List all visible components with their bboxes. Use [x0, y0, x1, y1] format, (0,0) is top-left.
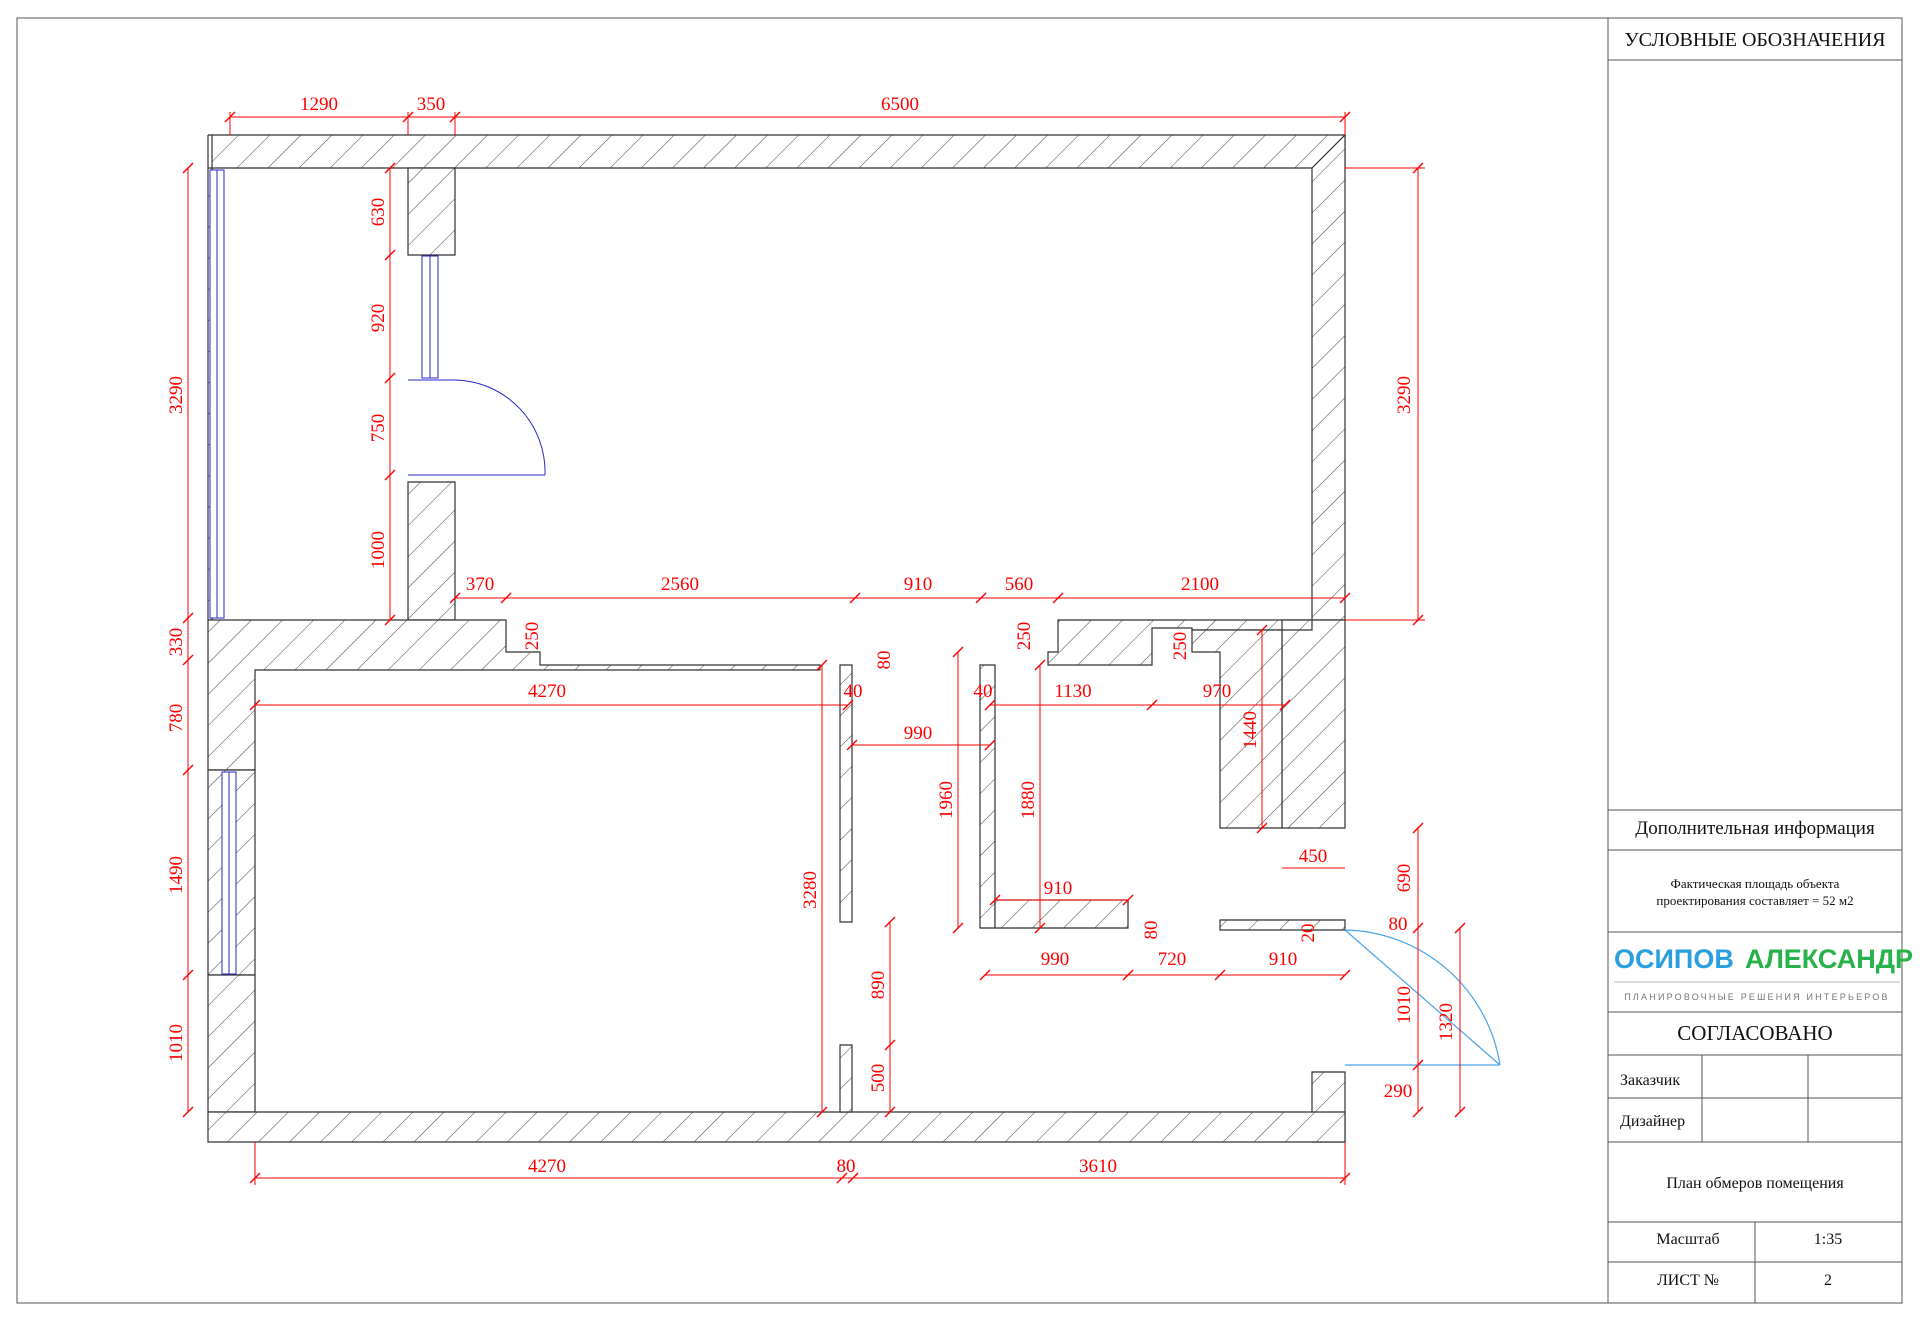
wall-top	[208, 134, 1346, 169]
wall-middle-right	[1047, 619, 1313, 666]
brand-name-part1: ОСИПОВ	[1614, 944, 1734, 974]
dim-bath-970: 970	[1203, 681, 1232, 702]
dim-ent-20: 20	[1298, 924, 1319, 943]
approved-label: СОГЛАСОВАНО	[1677, 1021, 1832, 1045]
dim-bottom-3610: 3610	[1079, 1156, 1117, 1177]
walls	[207, 133, 1346, 1143]
dim-left-1010: 1010	[166, 1024, 187, 1062]
doors	[408, 379, 1501, 1066]
additional-info-title: Дополнительная информация	[1635, 818, 1875, 839]
dim-mid-910: 910	[904, 574, 933, 595]
dim-inner-1000: 1000	[368, 531, 389, 569]
customer-label: Заказчик	[1620, 1072, 1680, 1089]
dim-room-4270: 4270	[528, 681, 566, 702]
drawing-title: План обмеров помещения	[1666, 1175, 1844, 1192]
dim-bath-910: 910	[1044, 878, 1073, 899]
dim-bottom-4270: 4270	[528, 1156, 566, 1177]
door-swing-balcony	[454, 379, 546, 476]
door-swing-entrance	[1344, 929, 1501, 1066]
dim-mid-2560: 2560	[661, 574, 699, 595]
wall-bath-bottom	[994, 899, 1129, 929]
dim-ent-1320: 1320	[1436, 1003, 1457, 1041]
dimension-labels: 1290 350 6500 3290 3290 630 920 750 1000…	[166, 94, 1457, 1177]
dim-bath-1880: 1880	[1018, 781, 1039, 819]
wall-corridor-left	[839, 664, 853, 923]
wall-right-upper	[1311, 133, 1346, 621]
dim-mid-370: 370	[466, 574, 495, 595]
dim-left-3290: 3290	[166, 376, 187, 414]
dim-top-350: 350	[417, 94, 446, 115]
dim-step-250-b: 250	[1014, 622, 1035, 651]
dim-bot-990: 990	[1041, 949, 1070, 970]
scale-value: 1:35	[1814, 1231, 1842, 1248]
title-block: УСЛОВНЫЕ ОБОЗНАЧЕНИЯ Дополнительная инфо…	[1607, 18, 1913, 1303]
wall-entrance-top	[1219, 919, 1346, 931]
dim-step-250-a: 250	[522, 622, 543, 651]
dim-hall-990: 990	[904, 723, 933, 744]
wall-bath-right	[1191, 620, 1283, 829]
dim-mid-560: 560	[1005, 574, 1034, 595]
dim-bot-720: 720	[1158, 949, 1187, 970]
wall-left-lower	[207, 974, 256, 1113]
dim-niche-450: 450	[1299, 846, 1328, 867]
dimension-lines	[182, 111, 1466, 1185]
legend-title: УСЛОВНЫЕ ОБОЗНАЧЕНИЯ	[1625, 29, 1886, 51]
area-note-line2: проектирования составляет = 52 м2	[1656, 893, 1853, 908]
dim-door-500: 500	[868, 1064, 889, 1093]
dim-ent-290: 290	[1384, 1081, 1413, 1102]
scale-label: Масштаб	[1656, 1231, 1719, 1248]
dim-bottom-80: 80	[837, 1156, 856, 1177]
dim-ent-1010: 1010	[1394, 986, 1415, 1024]
dim-left-1490: 1490	[166, 856, 187, 894]
sheet-frame	[16, 17, 1903, 1304]
dim-left-780: 780	[166, 704, 187, 733]
dim-inner-750: 750	[368, 414, 389, 443]
dim-left-330: 330	[166, 628, 187, 657]
brand-logo: ОСИПОВ АЛЕКСАНДР ПЛАНИРОВОЧНЫЕ РЕШЕНИЯ И…	[1614, 944, 1913, 1002]
wall-right-mid	[1281, 619, 1346, 829]
dim-wall-40-b: 40	[974, 681, 993, 702]
dim-bot-910: 910	[1269, 949, 1298, 970]
dim-wall-80-top: 80	[874, 651, 895, 670]
sheet-value: 2	[1824, 1272, 1832, 1289]
dim-wall-40-a: 40	[844, 681, 863, 702]
dim-inner-920: 920	[368, 304, 389, 333]
wall-middle-left	[207, 619, 821, 771]
wall-bath-left	[979, 664, 996, 929]
designer-label: Дизайнер	[1620, 1113, 1685, 1130]
sheet-label: ЛИСТ №	[1657, 1272, 1719, 1289]
dim-hall-1960: 1960	[936, 781, 957, 819]
wall-bottom	[207, 1111, 1346, 1143]
wall-partition-upper	[407, 167, 456, 256]
dim-door-890: 890	[868, 971, 889, 1000]
dim-step-250-c: 250	[1170, 632, 1191, 661]
dim-top-1290: 1290	[300, 94, 338, 115]
dim-right-3290: 3290	[1394, 376, 1415, 414]
wall-partition-lower	[407, 481, 456, 621]
dim-top-6500: 6500	[881, 94, 919, 115]
dim-inner-630: 630	[368, 198, 389, 227]
area-note-line1: Фактическая площадь объекта	[1671, 876, 1840, 891]
dim-ent-80: 80	[1389, 914, 1408, 935]
dim-bath-1440: 1440	[1240, 711, 1261, 749]
brand-tagline: ПЛАНИРОВОЧНЫЕ РЕШЕНИЯ ИНТЕРЬЕРОВ	[1624, 992, 1889, 1002]
dim-ent-690: 690	[1394, 864, 1415, 893]
dim-mid-2100: 2100	[1181, 574, 1219, 595]
dim-bath-1130: 1130	[1054, 681, 1091, 702]
windows	[209, 169, 439, 975]
wall-corridor-left-lower	[839, 1044, 853, 1113]
dim-room-3280: 3280	[800, 871, 821, 909]
brand-name-part2: АЛЕКСАНДР	[1745, 944, 1913, 974]
dim-wall-80-mid: 80	[1141, 921, 1162, 940]
